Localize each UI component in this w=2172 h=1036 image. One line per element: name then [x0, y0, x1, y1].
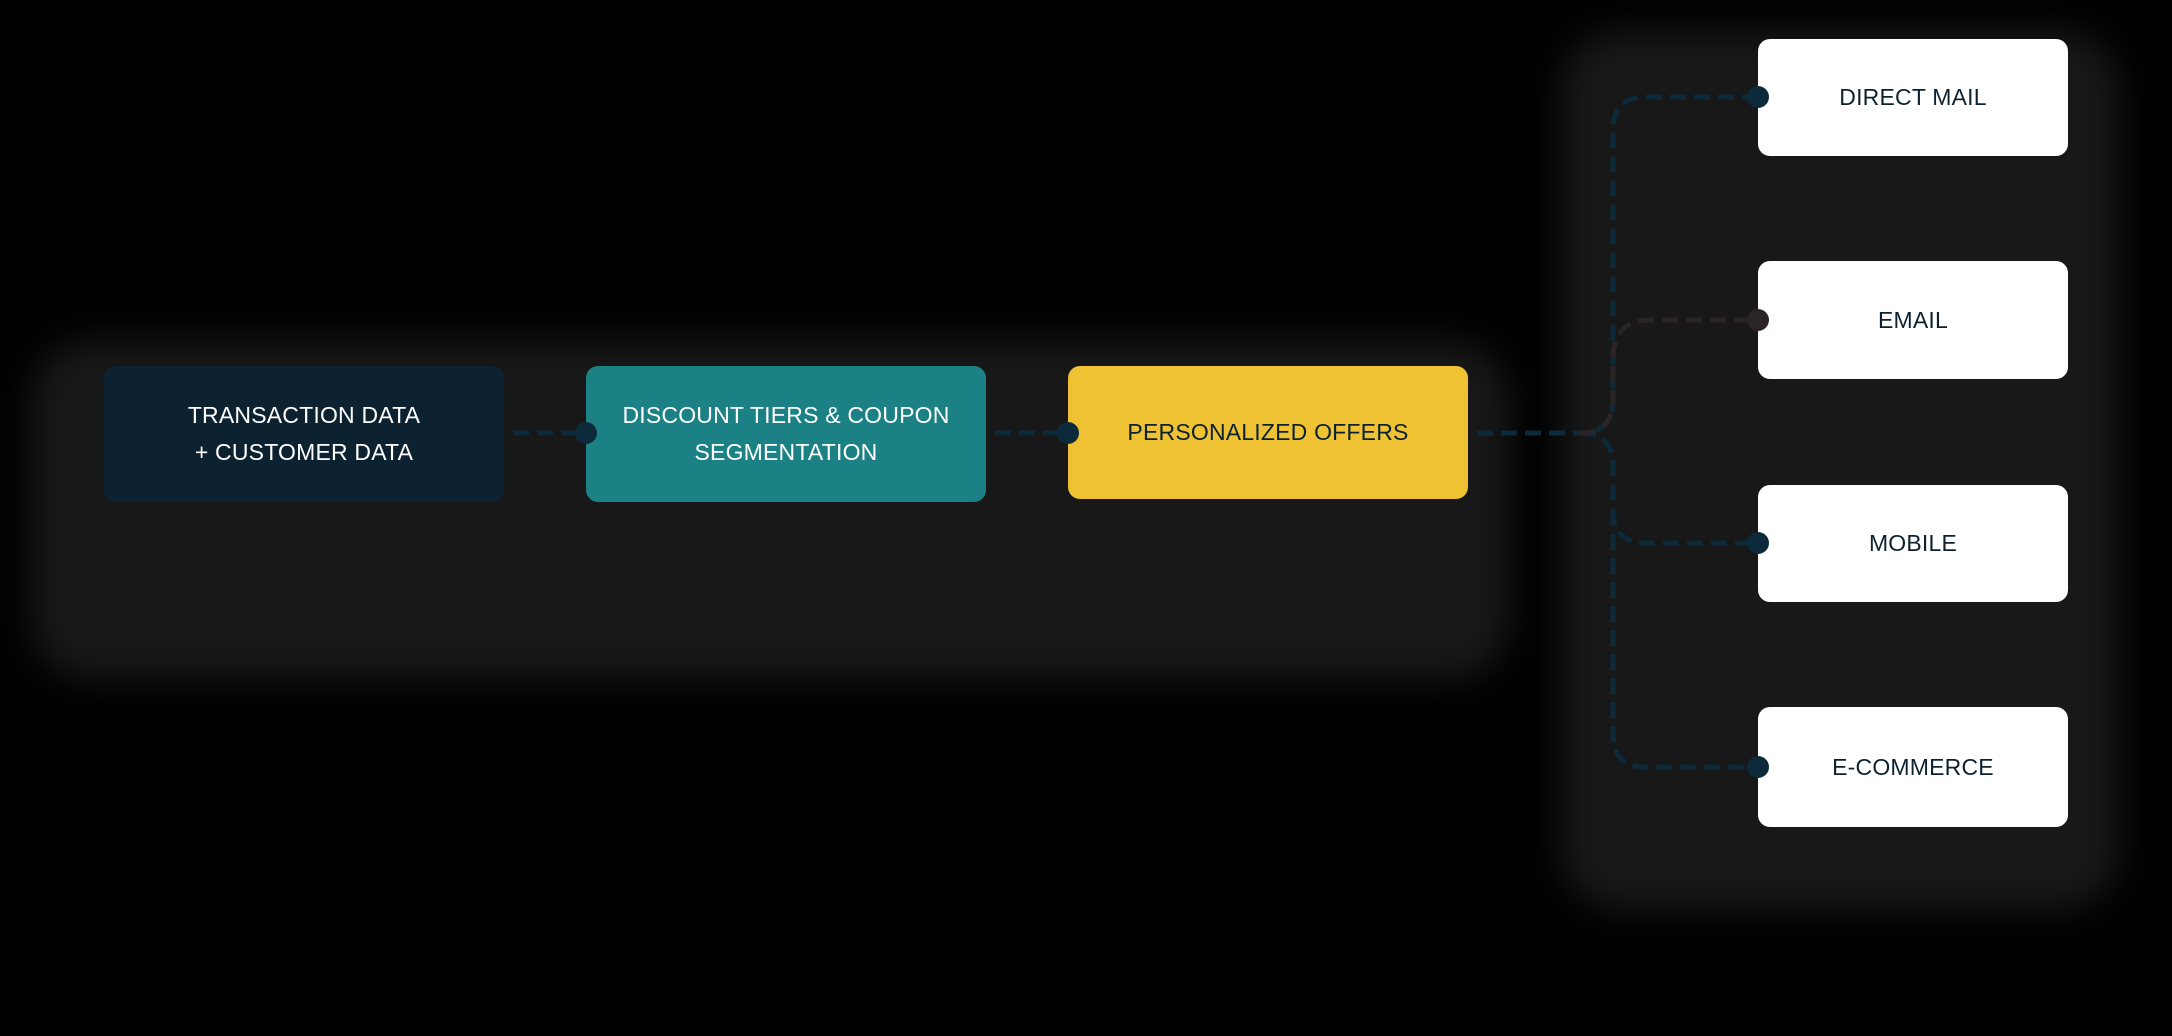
node-label: PERSONALIZED OFFERS [1127, 419, 1409, 445]
node-label: DISCOUNT TIERS & COUPON SEGMENTATION [622, 402, 950, 465]
connector-dot-offers [1057, 422, 1079, 444]
node-mobile: MOBILE [1758, 485, 2068, 602]
node-email: EMAIL [1758, 261, 2068, 379]
node-personalized-offers: PERSONALIZED OFFERS [1068, 366, 1468, 499]
edge-offers-mobile [1579, 430, 1758, 546]
connector-dot-email [1747, 309, 1769, 331]
node-label: TRANSACTION DATA + CUSTOMER DATA [187, 402, 421, 465]
node-discount-segmentation: DISCOUNT TIERS & COUPON SEGMENTATION [586, 366, 986, 502]
node-label: MOBILE [1868, 530, 1958, 556]
connector-dot-ecommerce [1747, 756, 1769, 778]
node-label: EMAIL [1877, 306, 1949, 333]
edge-offers-ecommerce [1610, 510, 1758, 770]
edge-offers-email [1579, 317, 1758, 436]
node-label: E-COMMERCE [1832, 753, 1994, 780]
connector-dot-direct-mail [1747, 86, 1769, 108]
node-ecommerce: E-COMMERCE [1758, 707, 2068, 827]
node-transaction-customer-data: TRANSACTION DATA + CUSTOMER DATA [104, 366, 504, 502]
node-direct-mail: DIRECT MAIL [1758, 39, 2068, 156]
edge-offers-direct-mail [1477, 94, 1758, 436]
connector-dot-segmentation [575, 422, 597, 444]
node-label: DIRECT MAIL [1839, 84, 1987, 110]
connector-dot-mobile [1747, 532, 1769, 554]
